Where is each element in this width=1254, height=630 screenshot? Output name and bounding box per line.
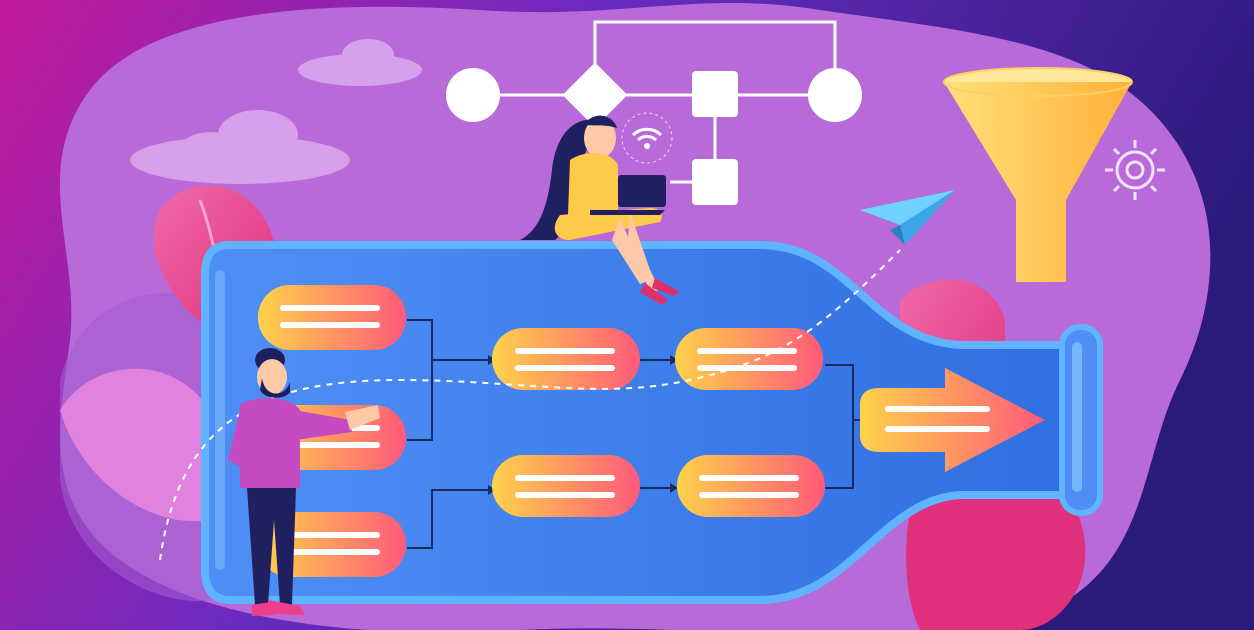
paper-plane-icon: [860, 190, 955, 245]
bearded-man-presenting: [228, 348, 380, 616]
process-step: [677, 455, 825, 517]
output-arrow: [860, 368, 1045, 472]
laptop-icon: [590, 175, 666, 215]
bottle-neck-highlight: [1072, 342, 1082, 492]
wifi-icon: [621, 112, 673, 164]
cloud-icon: [298, 39, 422, 86]
flowchart-nodes: [446, 62, 862, 205]
flow-connectors: [407, 319, 862, 549]
cloud-icon: [130, 110, 350, 184]
process-step: [258, 285, 406, 350]
bottle-highlight: [215, 270, 225, 570]
bottle: [201, 241, 1069, 604]
gear-icon: [1105, 140, 1165, 200]
process-step: [258, 512, 406, 577]
process-step: [492, 455, 640, 517]
woman-with-laptop: [520, 115, 680, 305]
leaf-bottom-right: [906, 458, 1086, 630]
process-step: [492, 328, 640, 390]
dashed-flight-path: [159, 249, 901, 561]
flow-arrowheads: [488, 355, 678, 495]
funnel-icon: [943, 67, 1133, 282]
leaf-left-bottom: [60, 368, 210, 522]
